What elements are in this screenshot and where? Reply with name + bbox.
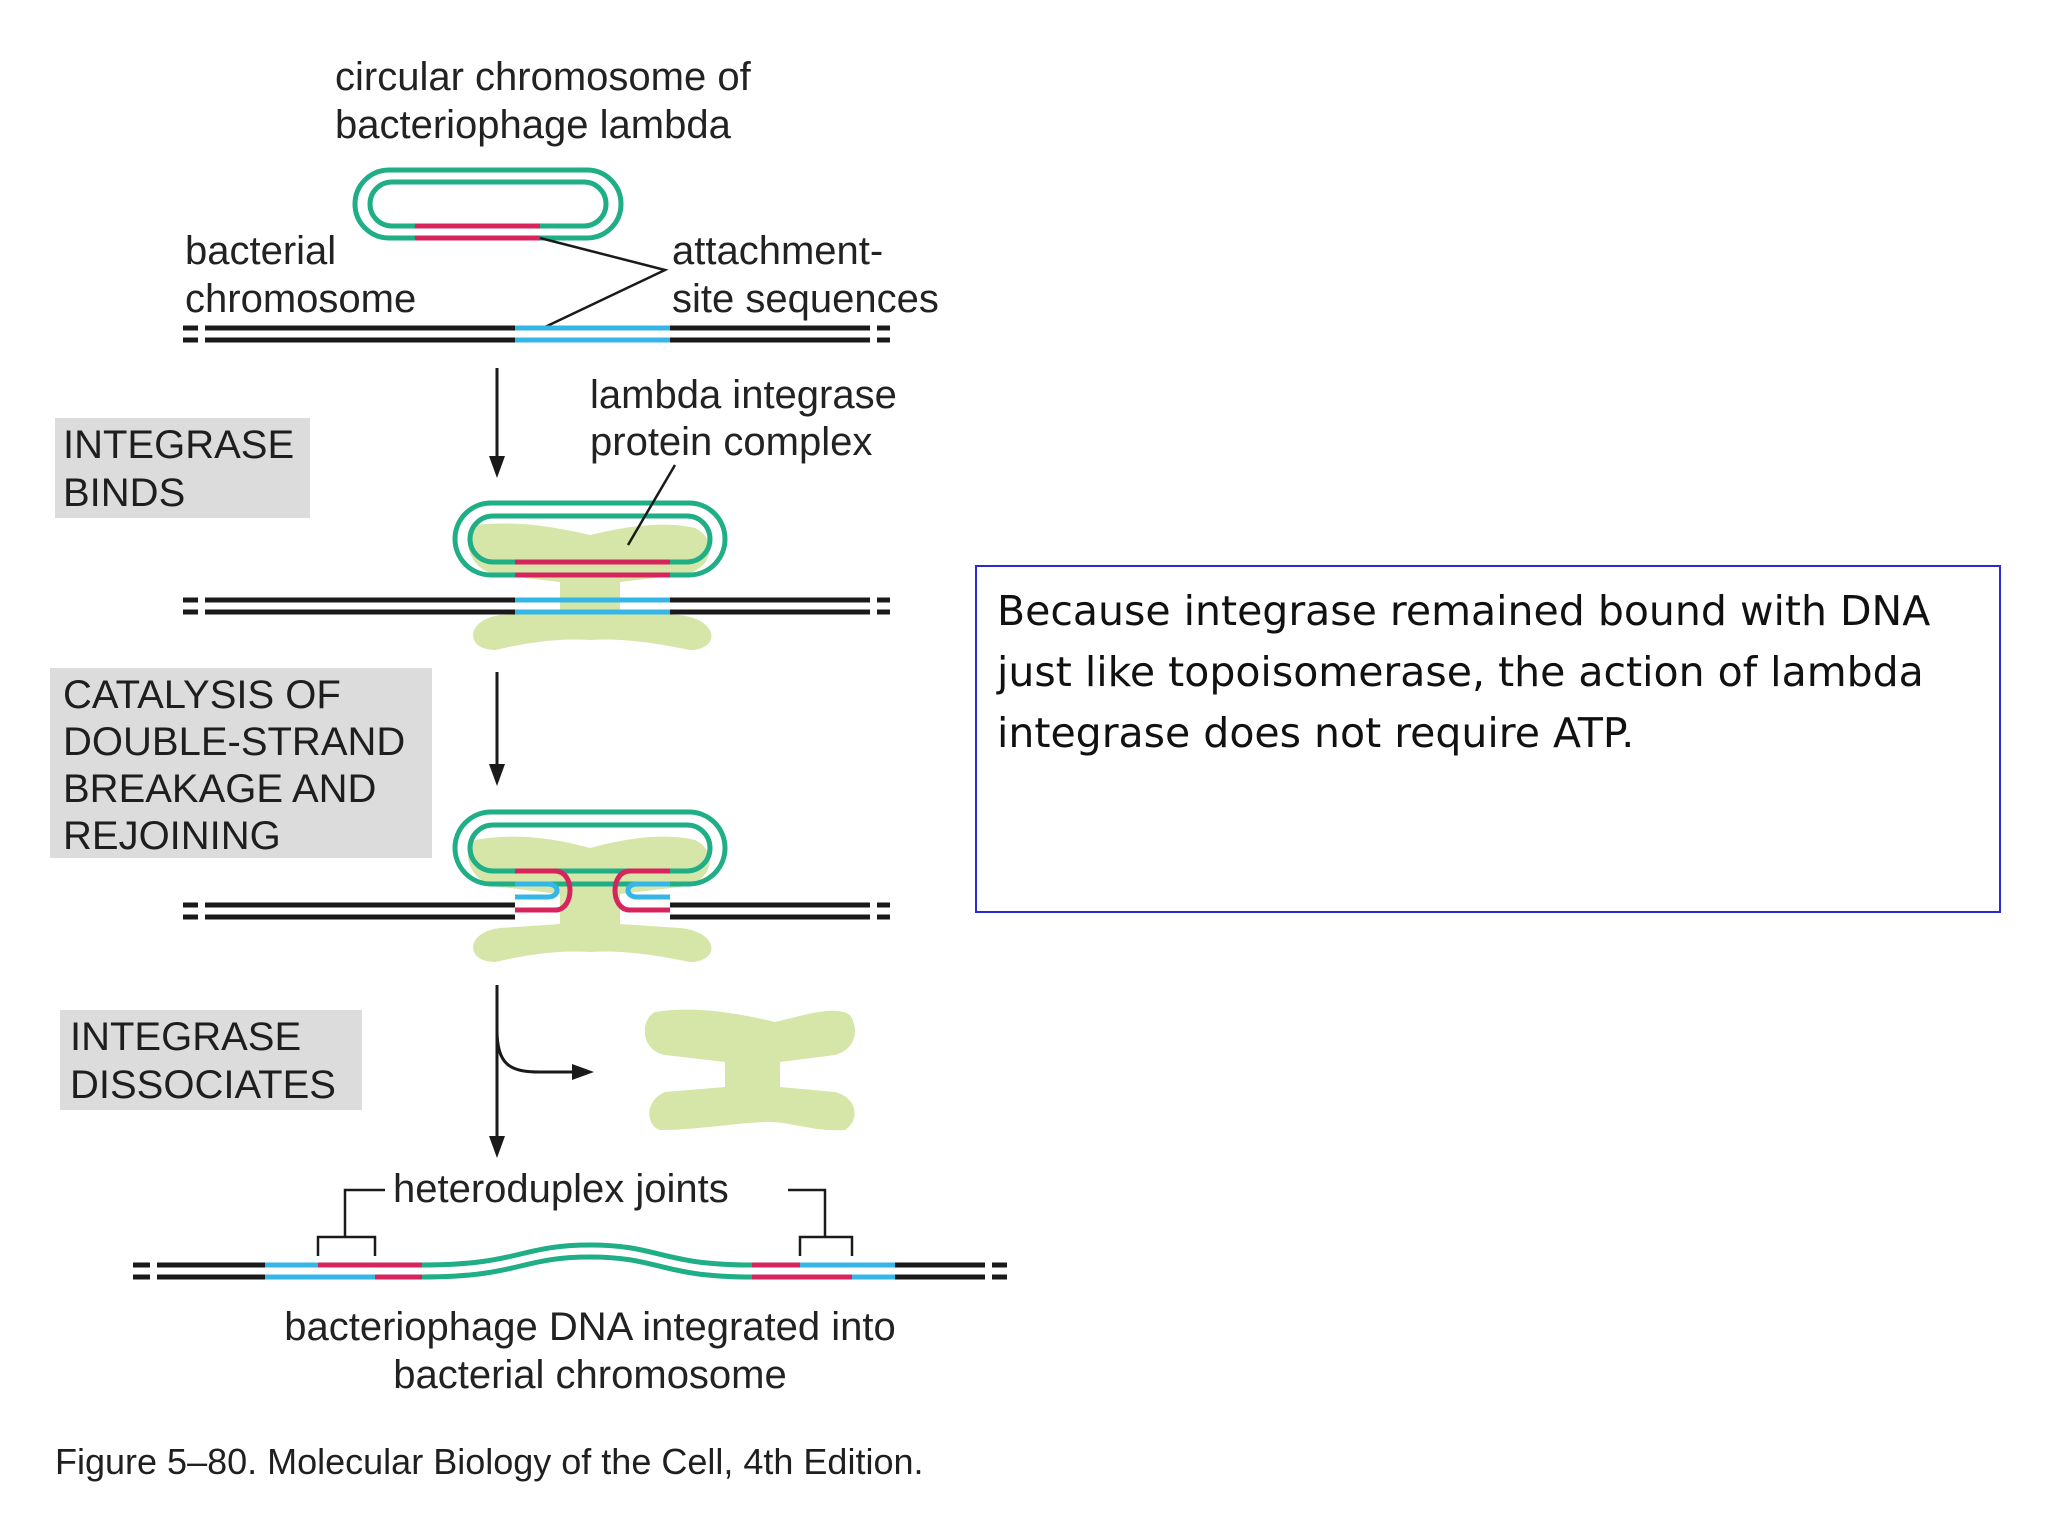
stage-box-integrase-dissociates: INTEGRASE DISSOCIATES <box>60 1010 362 1110</box>
label-integrase-complex-line1: lambda integrase <box>590 373 897 417</box>
arrow-down-1 <box>489 368 505 478</box>
stage-integrase-dissociates-line2: DISSOCIATES <box>70 1063 336 1107</box>
integrase-complex-pointer <box>626 464 677 546</box>
free-integrase-protein <box>644 1009 855 1131</box>
label-attachment-line2: site sequences <box>672 277 939 321</box>
stage-integrase-binds-line1: INTEGRASE <box>63 423 294 467</box>
stage-integrase-dissociates-line1: INTEGRASE <box>70 1015 301 1059</box>
bacterial-chromosome-stage2 <box>183 902 890 920</box>
integrase-bound-complex <box>452 500 728 650</box>
note-box: Because integrase remained bound with DN… <box>975 565 2001 913</box>
arrow-down-2 <box>489 672 505 786</box>
label-attachment-line1: attachment- <box>672 229 883 273</box>
heteroduplex-brackets <box>316 1188 854 1256</box>
integrase-protein-shape-1 <box>468 523 712 650</box>
integrated-dna <box>133 1242 1007 1280</box>
label-bacterial-chromosome-line2: chromosome <box>185 277 416 321</box>
arrow-down-3 <box>489 985 594 1158</box>
attachment-pointer <box>539 236 669 329</box>
integrase-protein-shape-2 <box>468 836 712 962</box>
stage-box-integrase-binds: INTEGRASE BINDS <box>55 418 310 518</box>
label-integrated-line2: bacterial chromosome <box>393 1353 787 1397</box>
label-heteroduplex-joints: heteroduplex joints <box>393 1167 729 1211</box>
label-circular-chromosome-line1: circular chromosome of <box>335 55 752 99</box>
label-integrated-line1: bacteriophage DNA integrated into <box>284 1305 896 1349</box>
bacterial-chromosome-stage1 <box>183 597 890 615</box>
stage-box-catalysis: CATALYSIS OF DOUBLE-STRAND BREAKAGE AND … <box>50 668 432 858</box>
strand-exchange-complex <box>452 809 728 962</box>
stage-catalysis-line2: DOUBLE-STRAND <box>63 720 405 764</box>
label-integrase-complex-line2: protein complex <box>590 420 872 464</box>
bacterial-chromosome-top <box>183 325 890 343</box>
stage-catalysis-line4: REJOINING <box>63 814 281 858</box>
stage-integrase-binds-line2: BINDS <box>63 471 185 515</box>
label-bacterial-chromosome-line1: bacterial <box>185 229 336 273</box>
phage-circle-top <box>352 167 624 241</box>
figure-caption: Figure 5–80. Molecular Biology of the Ce… <box>55 1441 923 1482</box>
stage-catalysis-line1: CATALYSIS OF <box>63 673 341 717</box>
note-text: Because integrase remained bound with DN… <box>997 587 1931 757</box>
stage-catalysis-line3: BREAKAGE AND <box>63 767 376 811</box>
label-circular-chromosome-line2: bacteriophage lambda <box>335 103 732 147</box>
